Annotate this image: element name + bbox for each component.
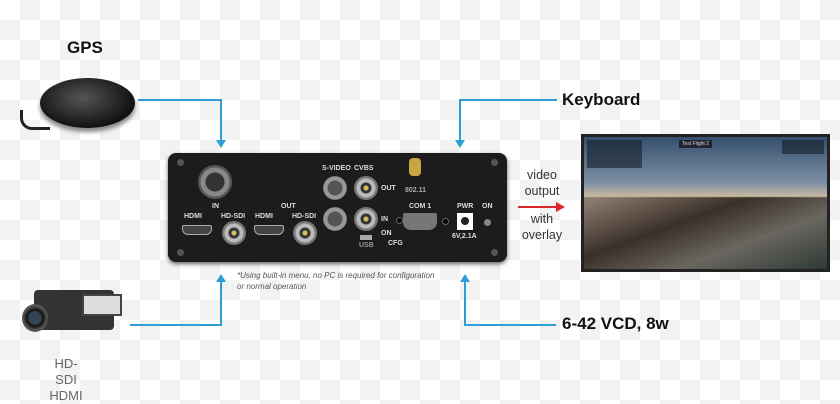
output-arrow-line xyxy=(518,206,558,208)
hdmi-in-port xyxy=(182,225,212,235)
keyboard-arrow-line xyxy=(460,99,557,101)
cvbs-out-port xyxy=(354,176,378,200)
hdmi-out-port xyxy=(254,225,284,235)
video-overlay-device: IN HDMI HD-SDI OUT HDMI HD-SDI S-VIDEO C… xyxy=(168,153,507,262)
wifi-label: 802.11 xyxy=(405,187,427,194)
power-jack xyxy=(457,213,473,230)
keyboard-arrow-line xyxy=(459,99,461,141)
pwr-rating-label: 6V,2.1A xyxy=(452,233,477,240)
power-arrow-line xyxy=(464,282,466,326)
gps-label: GPS xyxy=(67,38,103,57)
camcorder-image xyxy=(22,282,130,340)
cvbs-out-label: OUT xyxy=(381,185,396,192)
svideo-label: S-VIDEO xyxy=(322,165,351,172)
overlay-telemetry-left xyxy=(587,140,642,168)
gps-cable xyxy=(20,110,50,130)
overlay-telemetry-right xyxy=(782,140,824,154)
gps-connector xyxy=(198,165,232,199)
config-note: *Using built-in menu, no PC is required … xyxy=(237,271,435,291)
camera-arrow-line xyxy=(220,282,222,326)
cvbs-in-port xyxy=(354,207,378,231)
hdmi-in-label: HDMI xyxy=(184,213,202,220)
out-label: OUT xyxy=(281,203,296,210)
wifi-antenna-connector xyxy=(409,158,421,176)
on-led-label: ON xyxy=(482,203,493,210)
gps-arrow-line xyxy=(220,99,222,141)
pwr-label: PWR xyxy=(457,203,474,210)
svideo-in-port xyxy=(323,207,347,231)
in-label: IN xyxy=(212,203,219,210)
hdsdi-out-label: HD-SDI xyxy=(292,213,317,220)
com-port xyxy=(403,213,437,230)
hdsdi-in-label: HD-SDI xyxy=(221,213,246,220)
monitor-display: Test Flight 2 xyxy=(581,134,830,272)
on-switch-label: ON xyxy=(381,230,392,237)
arrow-up-icon xyxy=(216,274,226,282)
arrow-up-icon xyxy=(460,274,470,282)
gps-arrow-line xyxy=(138,99,221,101)
arrow-right-icon xyxy=(556,202,570,212)
arrow-down-icon xyxy=(455,140,465,153)
hdsdi-in-port xyxy=(222,221,246,245)
camera-arrow-line xyxy=(130,324,221,326)
cfg-label: CFG xyxy=(388,240,403,247)
hdmi-out-label: HDMI xyxy=(255,213,273,220)
svideo-out-port xyxy=(323,176,347,200)
usb-port xyxy=(360,235,372,240)
com-label: COM 1 xyxy=(409,203,432,210)
cvbs-label: CVBS xyxy=(354,165,374,172)
arrow-down-icon xyxy=(216,140,226,153)
keyboard-label: Keyboard xyxy=(562,90,641,109)
hdsdi-out-port xyxy=(293,221,317,245)
usb-label: USB xyxy=(359,242,374,249)
gps-antenna-image xyxy=(40,78,135,128)
overlay-title: Test Flight 2 xyxy=(679,140,712,148)
power-label: 6-42 VCD, 8w xyxy=(562,314,669,333)
power-arrow-line xyxy=(464,324,556,326)
cvbs-in-label: IN xyxy=(381,216,388,223)
